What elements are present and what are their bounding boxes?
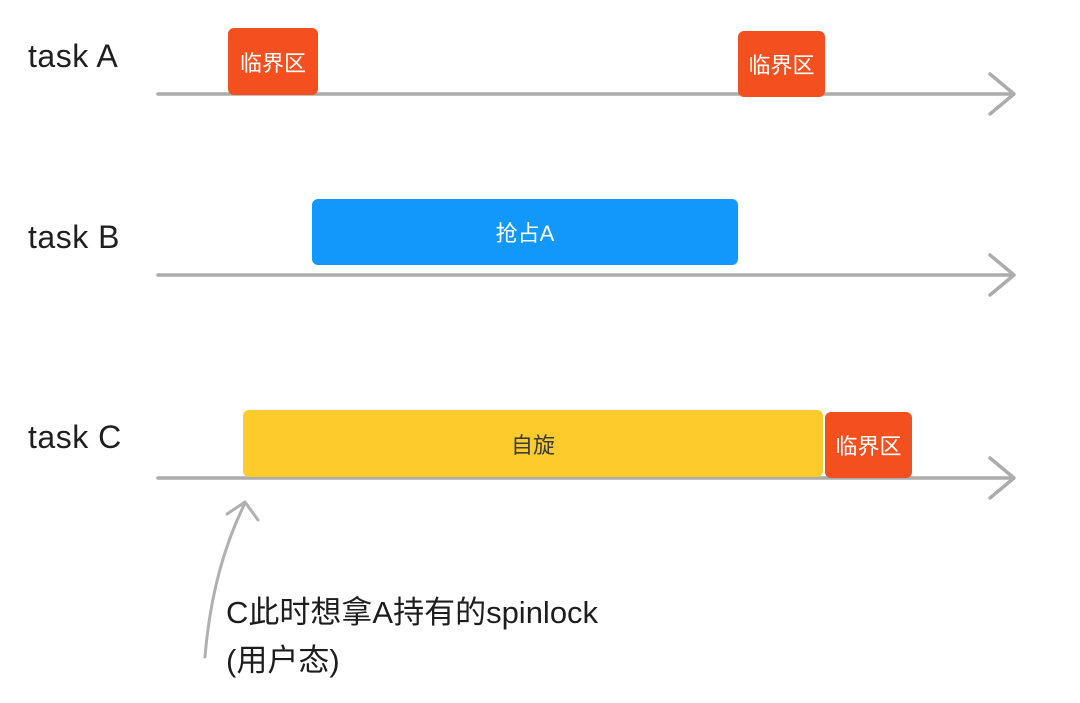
annotation-line2: (用户态) [226, 643, 340, 678]
task-b-preempt-a-segment: 抢占A [312, 199, 738, 265]
annotation-text: C此时想拿A持有的spinlock (用户态) [226, 589, 598, 685]
task-c-critical-section: 临界区 [825, 412, 912, 478]
annotation-arrowhead-icon [225, 500, 260, 522]
task-b-arrowhead-icon [988, 253, 1016, 297]
task-a-critical-section-2: 临界区 [738, 31, 825, 97]
task-a-critical-section-1: 临界区 [228, 28, 318, 95]
task-b-timeline-arrow [156, 253, 1016, 297]
task-a-arrowhead-icon [988, 72, 1016, 116]
task-c-arrowhead-icon [988, 456, 1016, 500]
task-c-label: task C [28, 419, 122, 455]
task-c-timeline-arrow [156, 456, 1016, 500]
annotation-arrow [203, 500, 260, 659]
task-b-label: task B [28, 219, 120, 255]
annotation-line1: C此时想拿A持有的spinlock [226, 595, 599, 630]
task-c-spin-segment: 自旋 [243, 410, 823, 477]
task-a-label: task A [28, 38, 119, 74]
